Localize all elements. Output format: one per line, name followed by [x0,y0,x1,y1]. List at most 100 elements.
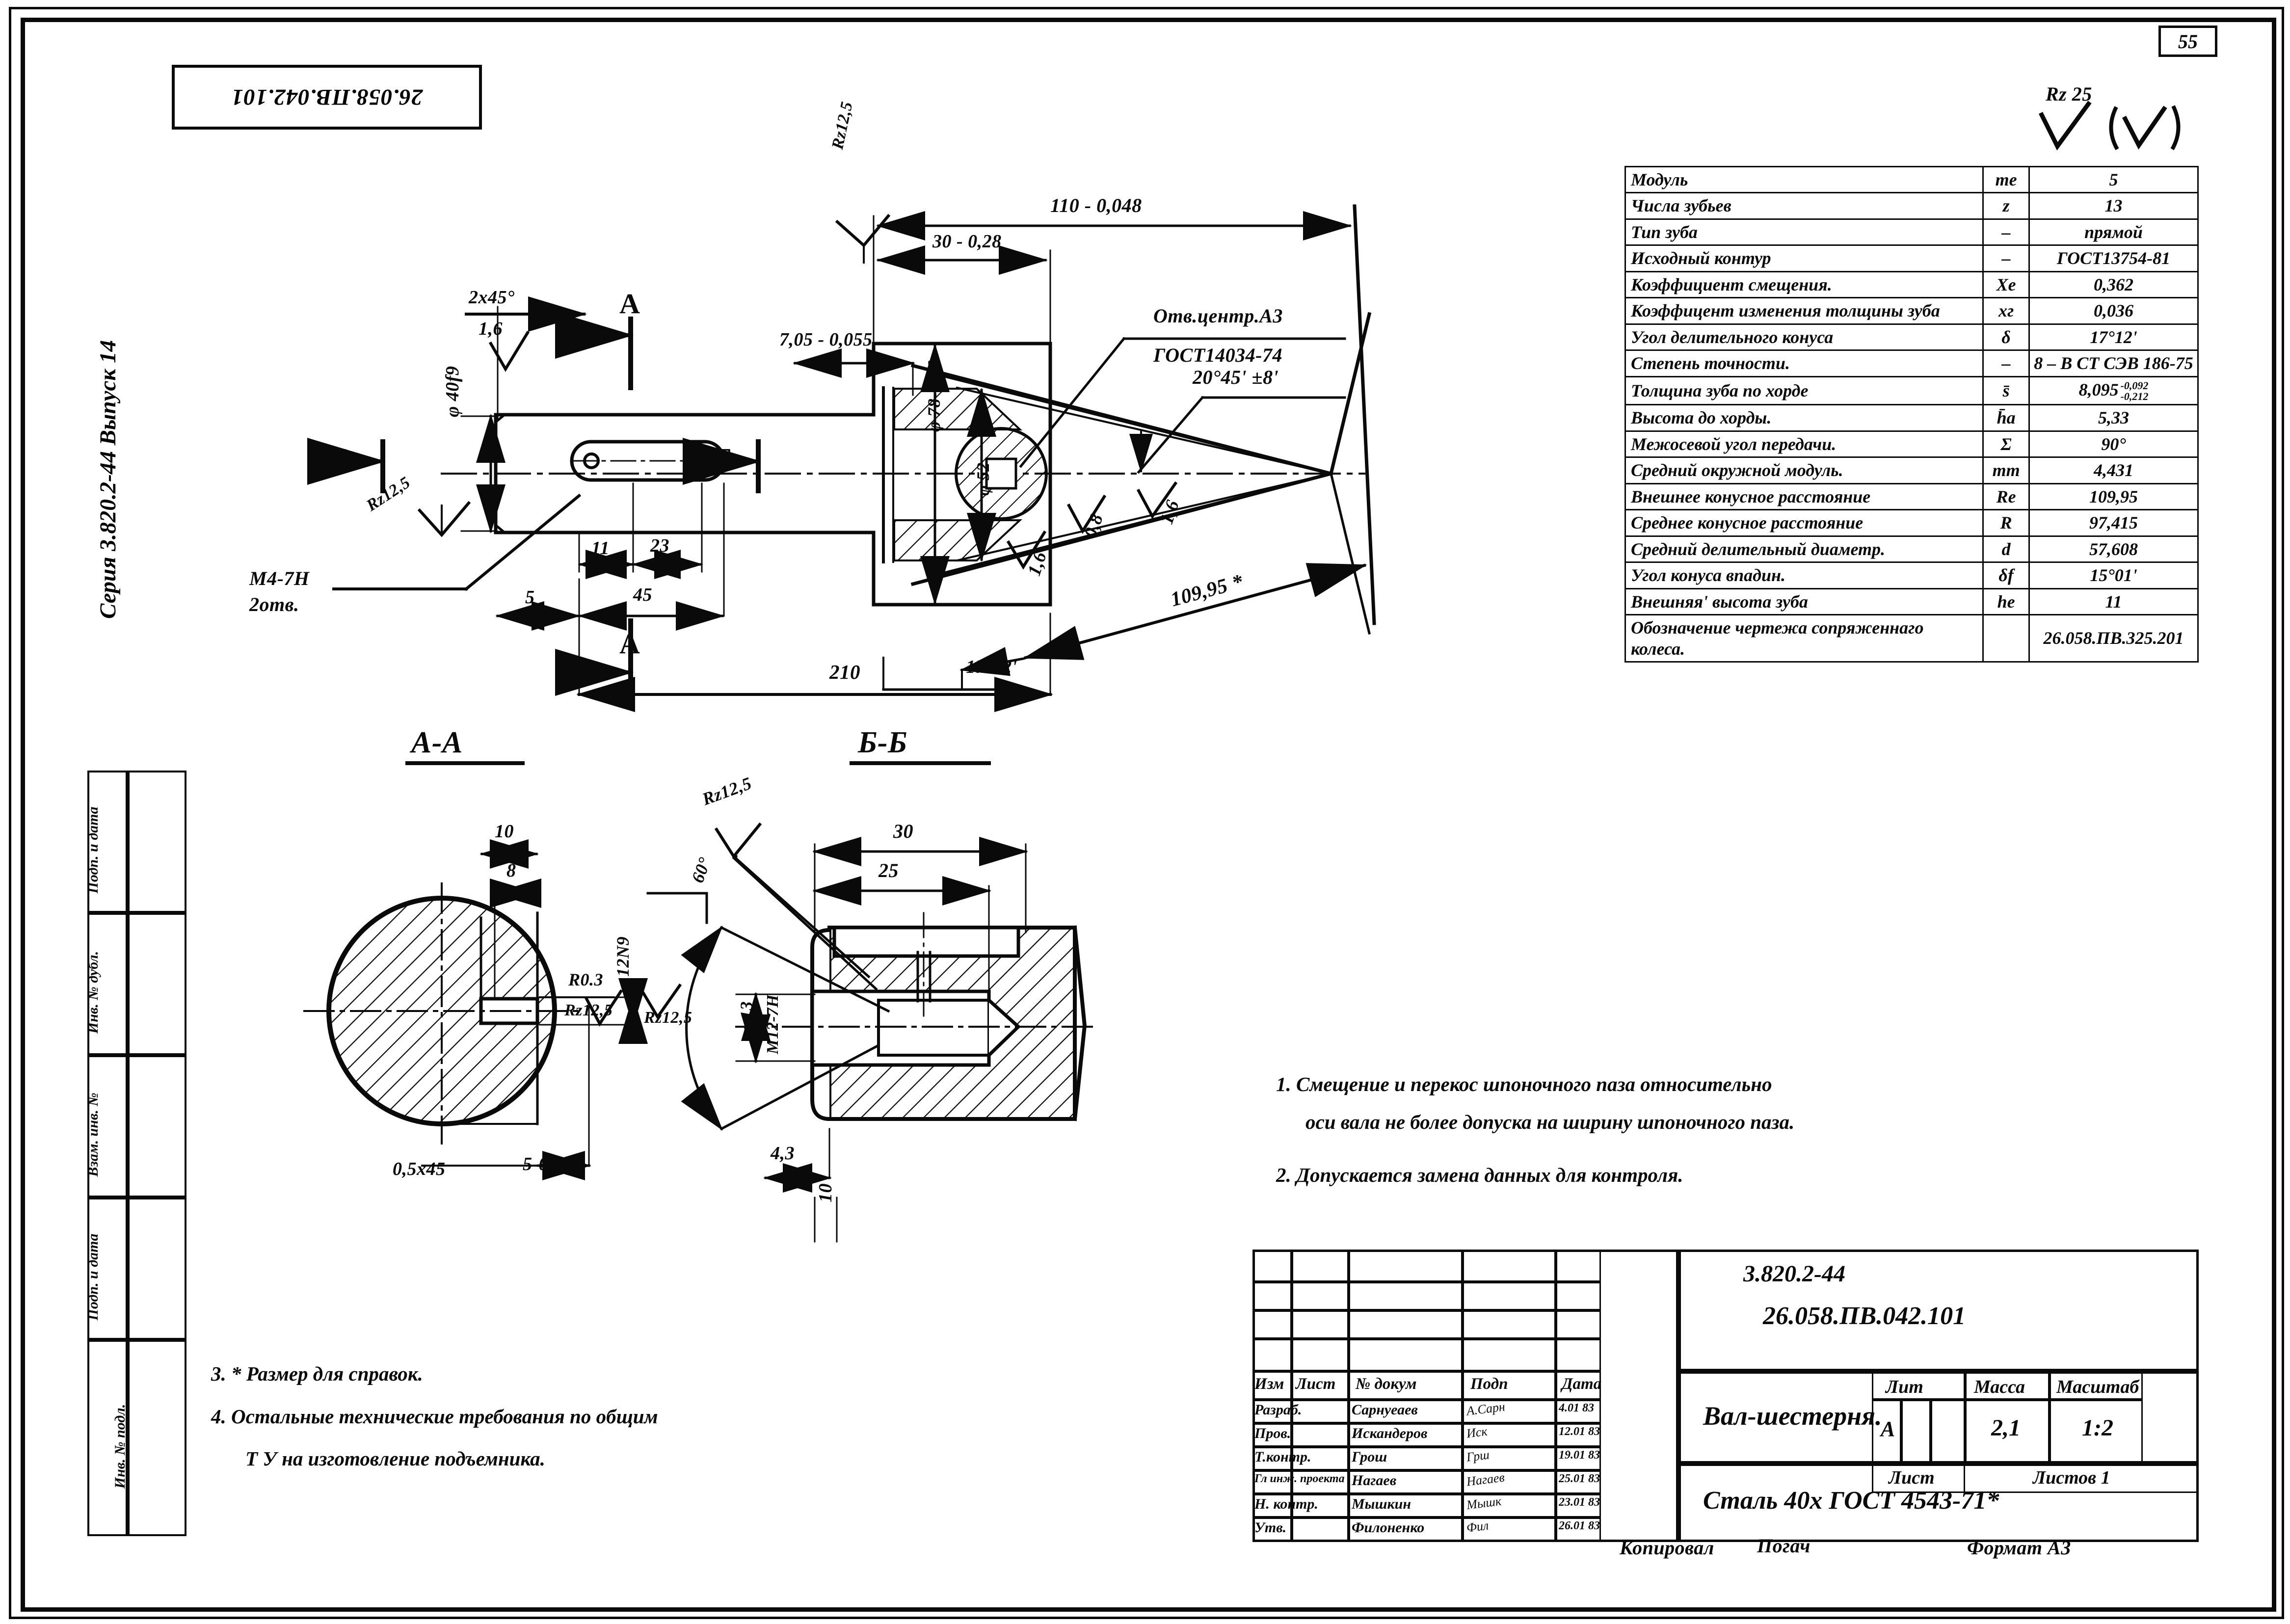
tb-cell [1349,1447,1463,1470]
tb-sheet-label: Лист [1889,1467,1935,1488]
tb-cell [1292,1494,1349,1518]
tb-name-0: Сарнуеаев [1352,1402,1418,1418]
tb-sign-1: Иск [1465,1424,1489,1441]
tb-name-1: Искандеров [1352,1425,1428,1441]
dim-angle-17-12: 17°12' [966,657,1017,677]
sheet-number-box: 55 [2158,26,2217,57]
tb-scale-label: Масштаб [2056,1377,2139,1397]
param-symbol: Re [1982,482,2030,511]
tb-cell [1463,1423,1556,1447]
note-4-line-2: Т У на изготовление подъемника. [245,1447,545,1470]
param-value: 8 – B СТ СЭВ 186-75 [2028,349,2199,377]
tb-date-0: 4.01 83 [1559,1402,1594,1414]
tb-cell [1463,1447,1556,1470]
copied-label: Копировал [1620,1537,1714,1559]
secB-dim-4-3: 4,3 [771,1143,795,1164]
note-3: 3. * Размер для справок. [211,1362,423,1385]
tb-cell [1252,1423,1292,1447]
tb-cell [1349,1423,1463,1447]
tb-header-1: Лист [1296,1375,1336,1393]
tb-name-5: Филоненко [1352,1519,1425,1536]
tb-name-4: Мышкин [1352,1496,1411,1512]
view-label-a-a: А-А [411,726,463,759]
format-label: Формат А3 [1967,1537,2071,1559]
table-row: Степень точности.–8 – B СТ СЭВ 186-75 [1624,349,2199,377]
param-value: 4,431 [2028,456,2199,484]
param-name: Угол конуса впадин. [1624,561,1984,589]
tb-cell [1292,1400,1349,1423]
param-name: Степень точности. [1624,349,1984,377]
param-name: Толщина зуба по хорде [1624,375,1984,406]
dim-210: 210 [829,661,860,683]
tb-designation-series: 3.820.2-44 [1743,1261,1845,1287]
tb-header-2: № докум [1356,1375,1417,1393]
section-arrow-b-right: Б [714,442,733,474]
tb-cell [1252,1494,1292,1518]
tb-cell [1556,1447,1601,1470]
param-symbol: he [1982,587,2030,616]
param-name: Средний окружной модуль. [1624,456,1984,484]
note-1-line-2: оси вала не более допуска на ширину шпон… [1305,1111,1795,1133]
tb-lit-label: Лит [1886,1377,1923,1397]
note-1-line-1: 1. Смещение и перекос шпоночного паза от… [1276,1073,1772,1095]
param-symbol: s̄ [1982,375,2030,406]
param-symbol: хг [1982,297,2030,325]
tb-header-3: Подп [1470,1375,1508,1393]
tb-cell [1556,1400,1601,1423]
note-4-line-1: 4. Остальные технические требования по о… [211,1405,658,1428]
param-name: Числа зубьев [1624,192,1984,220]
param-symbol: Σ [1982,430,2030,458]
view-label-b-b: Б-Б [858,726,907,759]
param-value: 90° [2028,430,2199,458]
param-value: 5,33 [2028,404,2199,432]
secB-dim-10: 10 [815,1183,836,1202]
tb-cell [1556,1494,1601,1518]
param-name: Среднее конусное расстояние [1624,509,1984,537]
tb-lit-value: А [1881,1417,1895,1441]
secA-dim-05x45: 0,5х45 [393,1159,446,1179]
tb-sign-2: Грш [1465,1447,1491,1464]
secA-dim-10: 10 [495,821,514,842]
tb-cell [1463,1518,1556,1541]
tb-name-3: Нагаев [1352,1472,1397,1489]
param-name: Внешняя' высота зуба [1624,587,1984,616]
param-value: 97,415 [2028,509,2199,537]
tb-cell [1556,1423,1601,1447]
param-name: Средний делительный диаметр. [1624,535,1984,563]
secA-dim-R03: R0.3 [568,970,604,989]
copied-signature: Погач [1757,1535,1811,1557]
dim-angle-20-45: 20°45' ±8' [1193,366,1279,388]
param-value: 15°01' [2028,561,2199,589]
secA-dim-12N9: 12N9 [613,936,633,977]
tb-date-1: 12.01 83 [1559,1425,1600,1438]
param-value: 26.058.ПВ.325.201 [2028,614,2199,663]
tb-material: Сталь 40х ГОСТ 4543-71* [1703,1487,1999,1515]
table-row: Тип зуба–прямой [1624,218,2199,246]
outer-frame [9,7,2284,1619]
surface-finish-label: Rz 25 [2046,83,2092,105]
param-name: Угол делительного конуса [1624,323,1984,351]
dim-45: 45 [633,585,652,605]
tb-header-4: Дата [1562,1375,1602,1393]
param-value: прямой [2028,218,2199,246]
tb-date-4: 23.01 83 [1559,1496,1600,1509]
param-value: ГОСТ13754-81 [2028,244,2199,272]
param-value: 57,608 [2028,535,2199,563]
section-arrow-b-left: Б [330,442,349,474]
param-symbol: h̄a [1982,404,2030,432]
tb-role-2: Т.контр. [1254,1449,1311,1465]
tb-cell [1292,1447,1349,1470]
tb-cell [1292,1518,1349,1541]
secA-dim-5-02: 5-0,2 [523,1154,563,1174]
designation-box-top-left: 26.058.ПВ.042.101 [172,65,482,130]
dim-110: 110 - 0,048 [1050,194,1142,216]
sheet-number: 55 [2178,30,2198,53]
dim-30: 30 - 0,28 [932,231,1002,252]
dim-23: 23 [650,535,669,556]
